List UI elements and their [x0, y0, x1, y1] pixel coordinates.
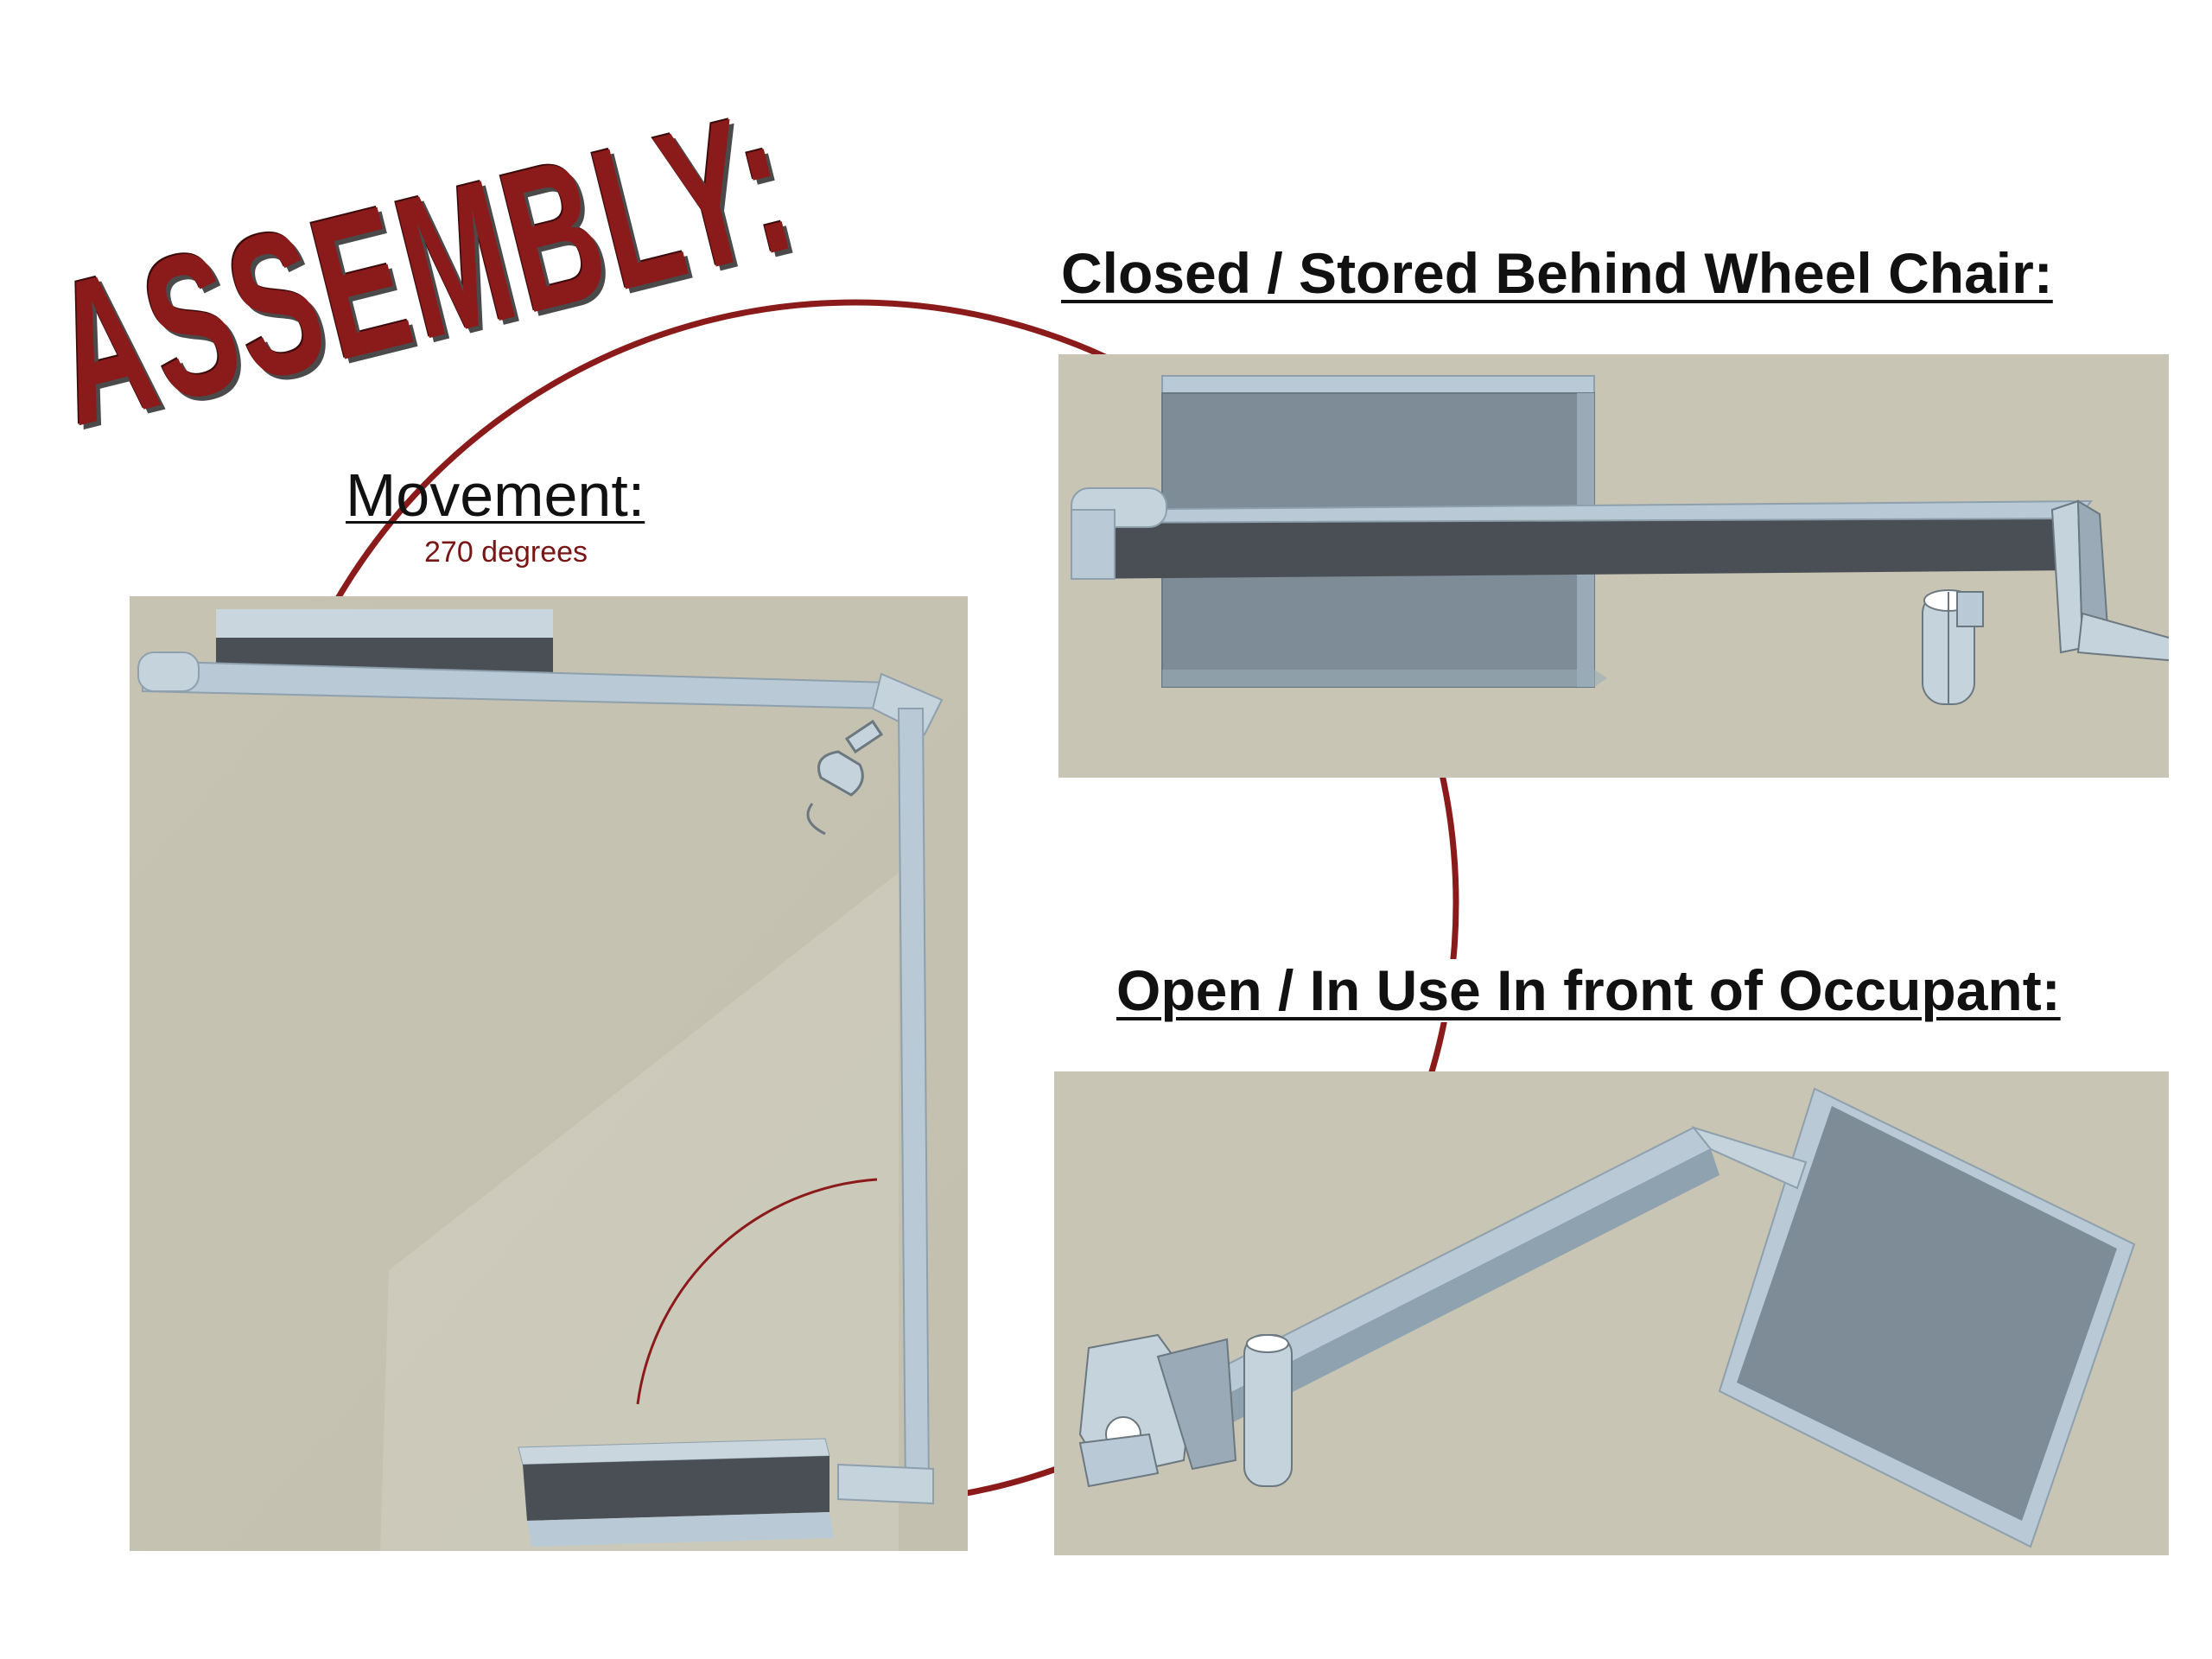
tray-face	[1737, 1106, 2117, 1521]
movement-label: Movement:	[346, 461, 645, 529]
top-tray-lip	[216, 609, 553, 639]
wheelchair-clamp	[1078, 1333, 1293, 1488]
closed-view-render	[1058, 354, 2169, 778]
mount-bracket	[1922, 499, 2169, 705]
heading-open: Open / In Use In front of Occupant:	[1111, 959, 2066, 1022]
clamp	[806, 719, 884, 836]
heading-closed: Closed / Stored Behind Wheel Chair:	[1056, 242, 2058, 305]
movement-degrees: 270 degrees	[424, 536, 588, 569]
bottom-tray-body	[523, 1456, 830, 1521]
arm-side	[1071, 518, 2078, 579]
rotation-arc	[636, 1178, 878, 1405]
open-view-render	[1054, 1071, 2169, 1555]
top-view-render	[130, 596, 968, 1551]
